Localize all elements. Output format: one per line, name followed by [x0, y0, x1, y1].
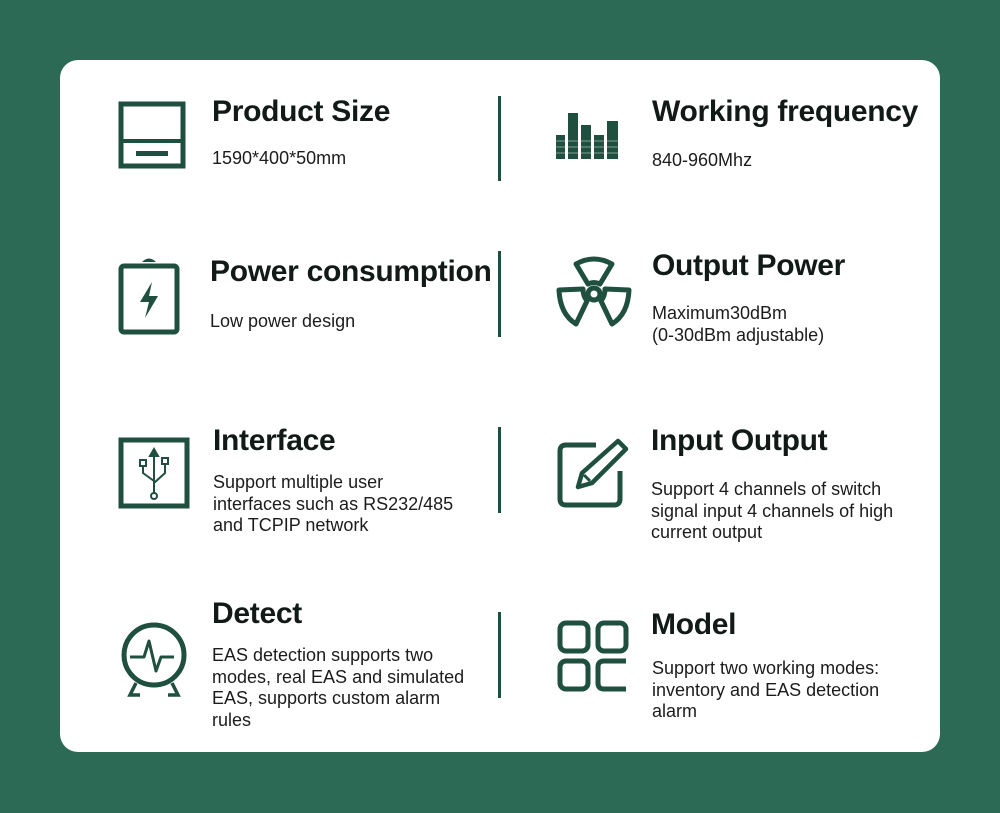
- feature-desc: EAS detection supports two modes, real E…: [212, 645, 465, 730]
- feature-title: Working frequency: [652, 95, 919, 128]
- product-size-icon: [118, 101, 186, 169]
- feature-desc: Support multiple user interfaces such as…: [213, 472, 454, 535]
- frequency-bars-icon: [556, 113, 624, 159]
- divider: [498, 612, 501, 698]
- feature-title: Interface: [213, 424, 336, 457]
- feature-desc: Maximum30dBm (0-30dBm adjustable): [652, 303, 825, 345]
- feature-title: Detect: [212, 597, 302, 630]
- divider: [498, 251, 501, 337]
- edit-icon: [557, 438, 629, 508]
- pulse-monitor-icon: [121, 622, 187, 697]
- feature-title: Input Output: [651, 424, 828, 457]
- feature-title: Power consumption: [210, 255, 492, 288]
- usb-icon: [118, 437, 190, 509]
- feature-title: Output Power: [652, 249, 846, 282]
- feature-title: Product Size: [212, 95, 391, 128]
- feature-desc: Low power design: [210, 311, 356, 331]
- feature-title: Model: [651, 608, 737, 641]
- divider: [498, 427, 501, 513]
- feature-desc: Support 4 channels of switch signal inpu…: [651, 479, 894, 542]
- divider: [498, 96, 501, 181]
- feature-desc: 840-960Mhz: [652, 150, 753, 170]
- battery-icon: [118, 258, 180, 335]
- radiation-icon: [556, 256, 632, 327]
- feature-desc: 1590*400*50mm: [212, 148, 347, 168]
- grid-apps-icon: [557, 620, 629, 692]
- feature-desc: Support two working modes: inventory and…: [652, 658, 880, 721]
